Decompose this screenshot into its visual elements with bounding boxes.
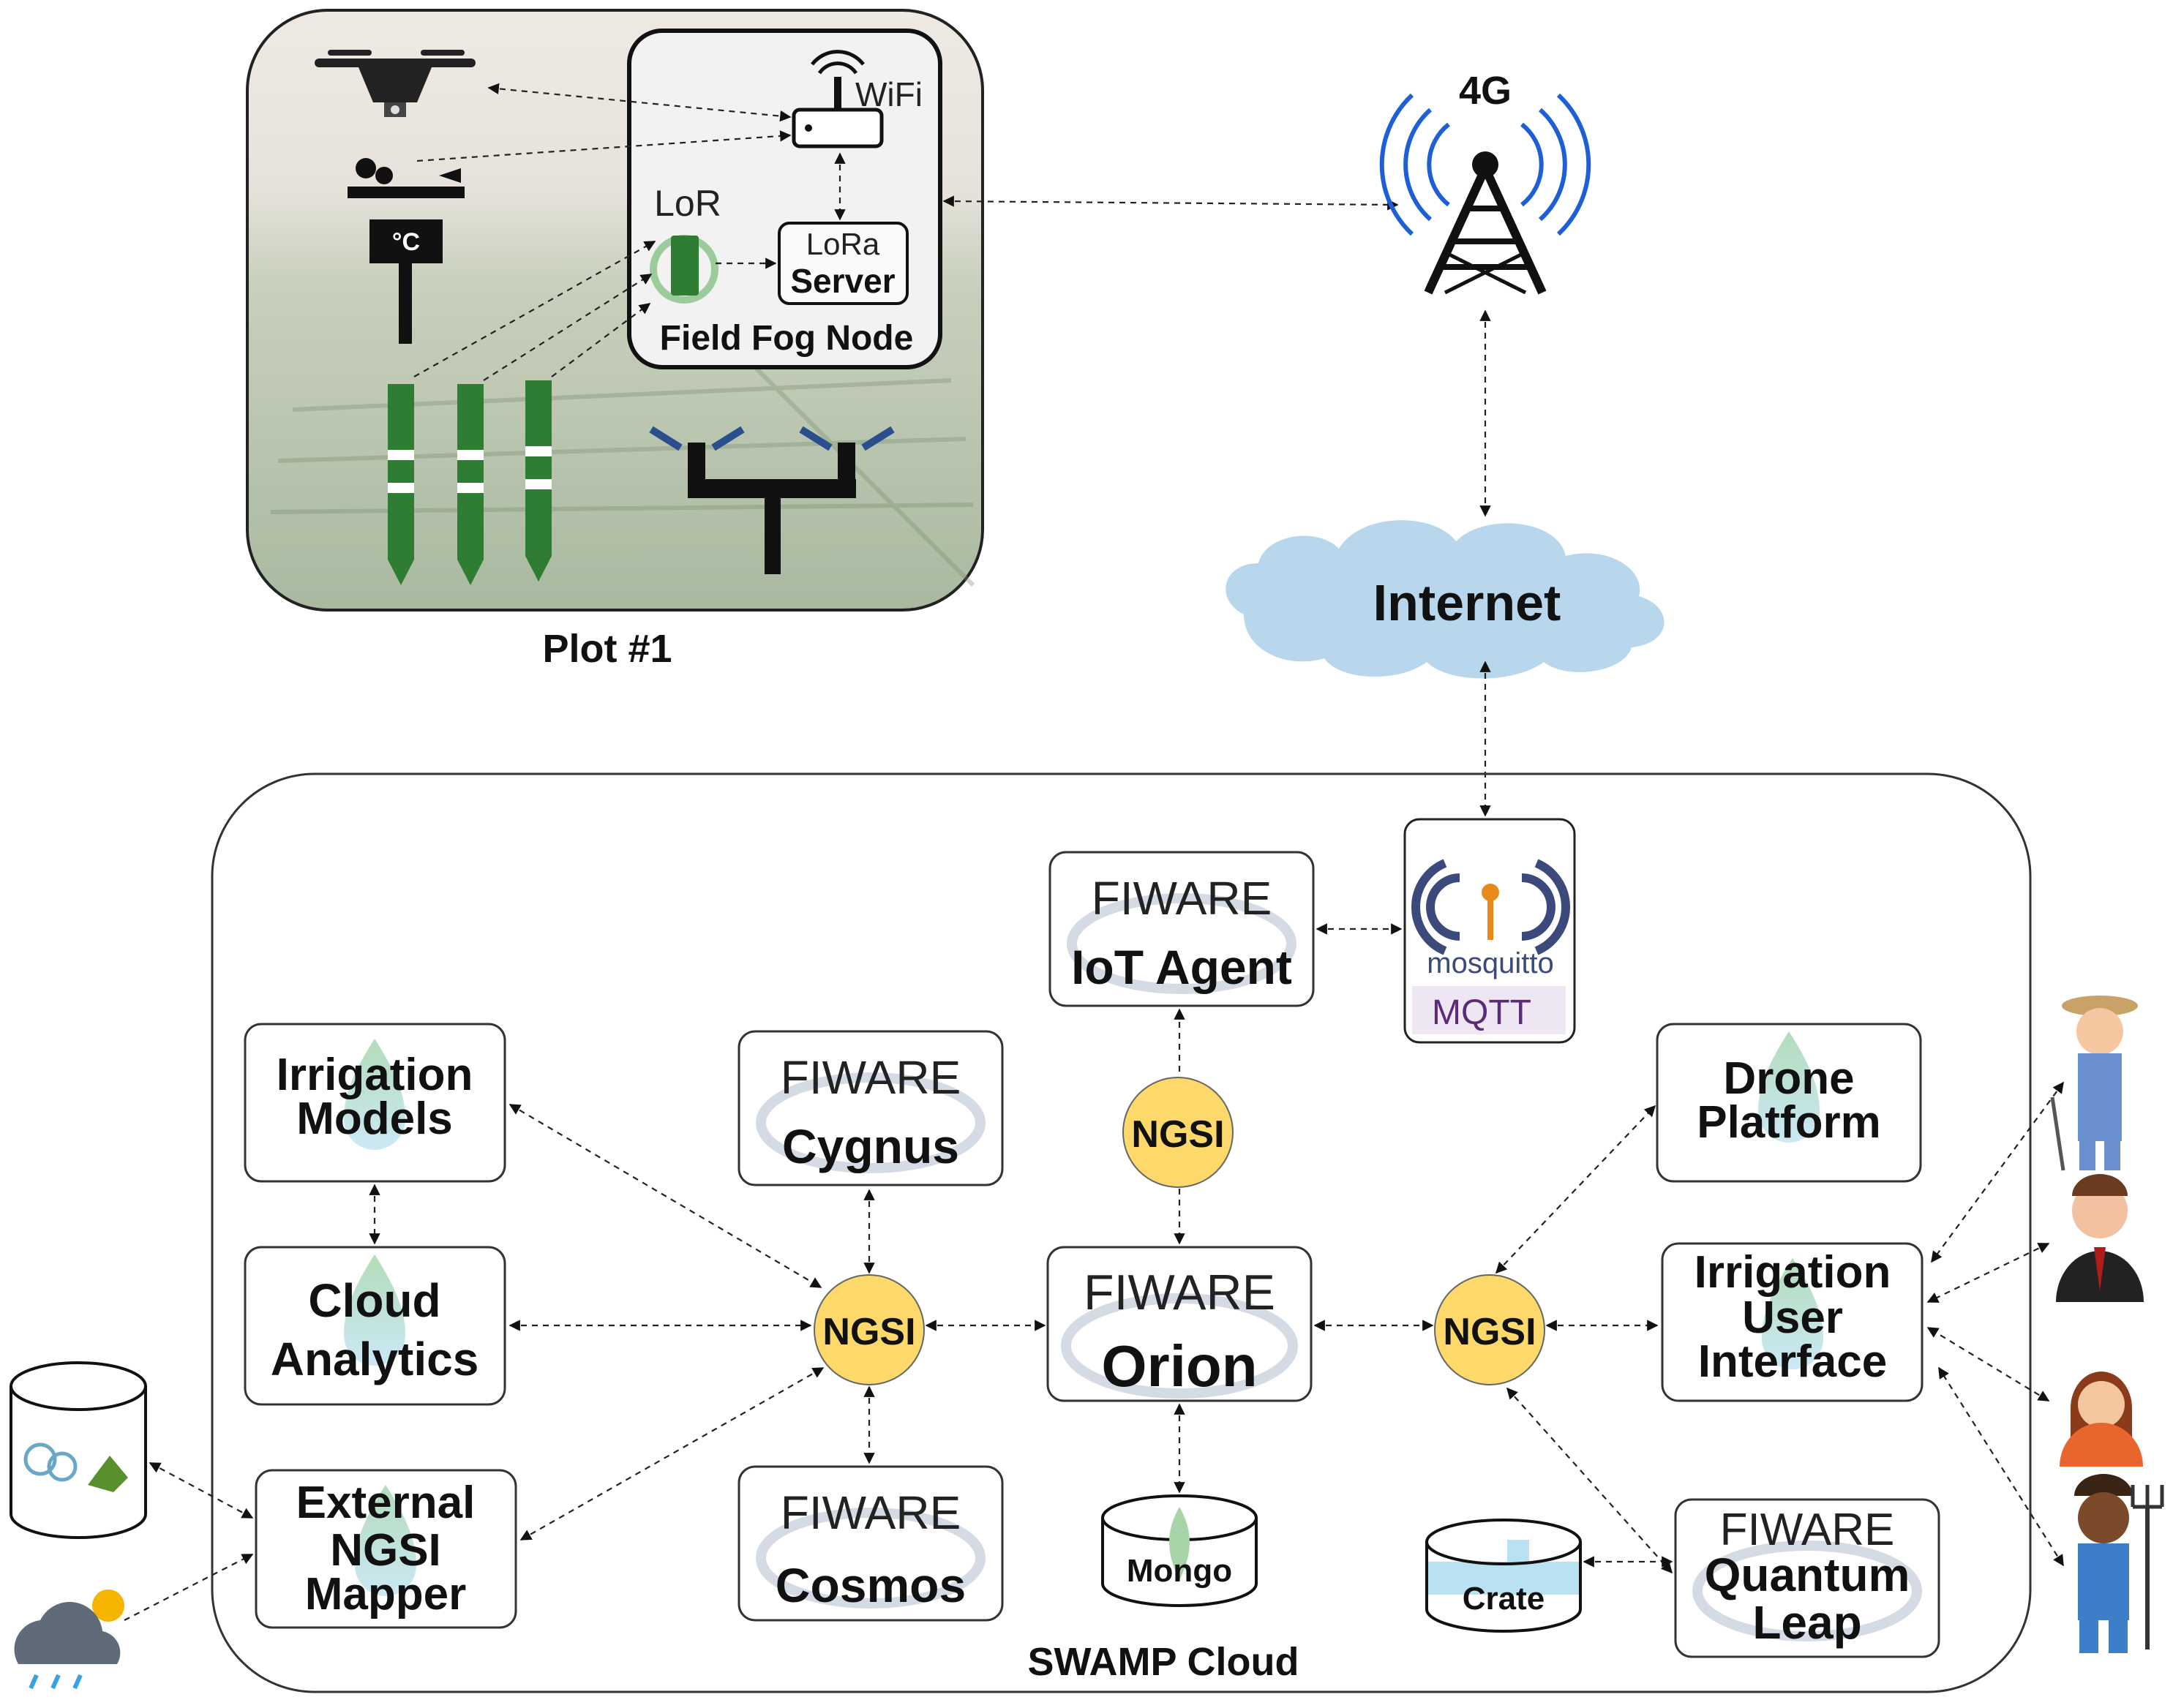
svg-text:Cosmos: Cosmos: [776, 1558, 966, 1612]
svg-text:Cloud: Cloud: [308, 1274, 440, 1327]
svg-text:Crate: Crate: [1463, 1581, 1545, 1617]
weather-station-icon: °C: [348, 158, 465, 344]
svg-text:User: User: [1742, 1293, 1843, 1343]
ngsi-node-top: NGSI: [1122, 1077, 1234, 1188]
wifi-label: WiFi: [855, 75, 923, 113]
drone-platform: Drone Platform: [1656, 1023, 1922, 1183]
cloud-links: [124, 923, 2064, 1621]
soil-sensor-icons: [388, 380, 552, 585]
cloud-analytics: Cloud Analytics: [244, 1246, 506, 1406]
svg-text:Irrigation: Irrigation: [1695, 1247, 1891, 1298]
farmer-woman-icon: [2050, 996, 2138, 1171]
cell-tower-icon: [1379, 93, 1591, 295]
tower-label: 4G: [1459, 69, 1512, 113]
fiware-orion: FIWARE Orion: [1046, 1246, 1313, 1402]
soil-sensor-2: [457, 384, 484, 585]
svg-text:Models: Models: [296, 1094, 453, 1144]
external-ngsi-mapper: External NGSI Mapper: [255, 1469, 517, 1629]
soil-sensor-3: [525, 380, 552, 582]
svg-text:Irrigation: Irrigation: [277, 1050, 473, 1100]
internet-cloud: Internet: [1226, 520, 1665, 679]
drone-icon: [315, 50, 476, 117]
swamp-cloud-caption: SWAMP Cloud: [1028, 1640, 1299, 1684]
fiware-cygnus: FIWARE Cygnus: [738, 1030, 1004, 1186]
svg-text:NGSI: NGSI: [1443, 1311, 1536, 1353]
woman-icon: [2060, 1372, 2143, 1467]
svg-text:Platform: Platform: [1697, 1097, 1880, 1148]
businessman-icon: [2056, 1174, 2144, 1302]
internet-label: Internet: [1373, 574, 1561, 631]
svg-text:FIWARE: FIWARE: [1092, 872, 1272, 925]
ngsi-node-right: NGSI: [1434, 1274, 1545, 1385]
ngsi-node-left: NGSI: [814, 1274, 925, 1385]
svg-text:FIWARE: FIWARE: [1084, 1265, 1275, 1320]
lora-board-icon: [650, 235, 718, 304]
mosquitto-label: mosquitto: [1427, 947, 1553, 979]
sprinkler-icon: [649, 426, 895, 574]
wifi-router-icon: WiFi: [792, 50, 923, 148]
mongo-database-icon: Mongo: [1101, 1494, 1258, 1607]
svg-text:FIWARE: FIWARE: [781, 1486, 961, 1539]
svg-text:NGSI: NGSI: [330, 1525, 441, 1576]
svg-text:Leap: Leap: [1752, 1596, 1861, 1649]
irrigation-user-interface: Irrigation User Interface: [1661, 1242, 1924, 1402]
svg-text:External: External: [296, 1478, 476, 1528]
lora-server-line1: LoRa: [806, 227, 880, 261]
lora-server-line2: Server: [790, 262, 895, 300]
svg-text:FIWARE: FIWARE: [1720, 1505, 1895, 1555]
fiware-iot-agent: FIWARE IoT Agent: [1048, 851, 1315, 1007]
svg-text:Interface: Interface: [1698, 1336, 1887, 1387]
farmer-man-icon: [2074, 1474, 2164, 1653]
svg-text:Mapper: Mapper: [305, 1569, 466, 1619]
lora-label: LoR: [654, 183, 721, 224]
svg-text:Quantum: Quantum: [1705, 1549, 1910, 1601]
soil-sensor-1: [388, 384, 414, 585]
mosquitto-waves-icon: [1411, 859, 1570, 955]
external-data-database-icon: [10, 1361, 147, 1539]
svg-text:Mongo: Mongo: [1127, 1553, 1232, 1589]
fog-node-label: Field Fog Node: [660, 319, 914, 358]
fiware-cosmos: FIWARE Cosmos: [738, 1465, 1004, 1622]
lora-server-box: LoRa Server: [778, 222, 909, 305]
svg-text:Drone: Drone: [1723, 1053, 1854, 1104]
svg-text:FIWARE: FIWARE: [781, 1051, 961, 1104]
mqtt-label: MQTT: [1432, 993, 1531, 1032]
crate-database-icon: Crate: [1425, 1519, 1582, 1633]
weather-rain-icon: [14, 1590, 124, 1690]
thermo-label: °C: [392, 228, 420, 256]
svg-text:Orion: Orion: [1101, 1333, 1257, 1399]
mosquitto-mqtt-box: mosquitto MQTT: [1403, 818, 1576, 1044]
svg-text:IoT Agent: IoT Agent: [1071, 940, 1292, 994]
plot-caption: Plot #1: [542, 627, 672, 671]
irrigation-models: Irrigation Models: [244, 1023, 506, 1183]
svg-text:NGSI: NGSI: [822, 1311, 915, 1353]
plot-links: [413, 83, 1399, 381]
svg-text:Analytics: Analytics: [271, 1333, 479, 1385]
fiware-quantum-leap: FIWARE Quantum Leap: [1674, 1498, 1940, 1658]
svg-text:Cygnus: Cygnus: [782, 1119, 959, 1173]
svg-text:NGSI: NGSI: [1131, 1113, 1224, 1156]
